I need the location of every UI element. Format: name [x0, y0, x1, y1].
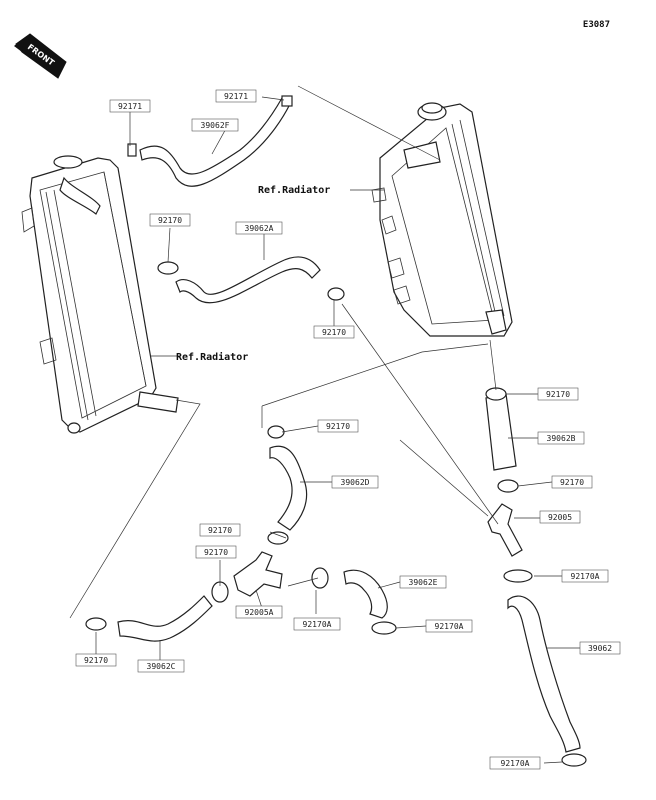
part-label: 92171: [224, 92, 248, 101]
part-label: 39062D: [341, 478, 370, 487]
leader-lines: [69, 85, 584, 764]
hose-39062: [507, 595, 581, 753]
part-label: 92170: [208, 526, 232, 535]
part-label: 39062: [588, 644, 612, 653]
hose-39062b: [485, 393, 517, 471]
part-label: 92170: [158, 216, 182, 225]
front-arrow-icon: FRONT: [14, 33, 67, 79]
hose-39062d: [269, 445, 308, 531]
part-label: 39062F: [201, 121, 230, 130]
left-radiator: [21, 155, 179, 434]
hose-39062e: [343, 569, 388, 619]
part-label: 92005A: [245, 608, 274, 617]
part-label: 92170: [326, 422, 350, 431]
part-label: 92170: [560, 478, 584, 487]
part-label: 92005: [548, 513, 572, 522]
part-label: 92170A: [435, 622, 464, 631]
diagram-code: E3087: [583, 20, 610, 30]
fitting-92005a: [233, 551, 283, 597]
hose-39062f: [139, 97, 291, 187]
hose-39062c: [117, 595, 213, 642]
part-label: 39062A: [245, 224, 274, 233]
part-label: 92170A: [501, 759, 530, 768]
part-label: 39062E: [409, 578, 438, 587]
part-label: 92170A: [571, 572, 600, 581]
part-label: 92170: [546, 390, 570, 399]
right-radiator: [371, 102, 513, 337]
hose-39062a: [175, 256, 321, 304]
fitting-92005: [487, 503, 523, 557]
ref-radiator-right: Ref.Radiator: [258, 184, 330, 196]
part-label: 92170: [322, 328, 346, 337]
part-label: 92171: [118, 102, 142, 111]
part-label: 39062C: [147, 662, 176, 671]
part-label: 92170: [84, 656, 108, 665]
part-label: 92170A: [303, 620, 332, 629]
clamp-icon: [85, 95, 587, 767]
ref-radiator-left: Ref.Radiator: [176, 351, 248, 363]
part-label: 39062B: [547, 434, 576, 443]
part-label: 92170: [204, 548, 228, 557]
